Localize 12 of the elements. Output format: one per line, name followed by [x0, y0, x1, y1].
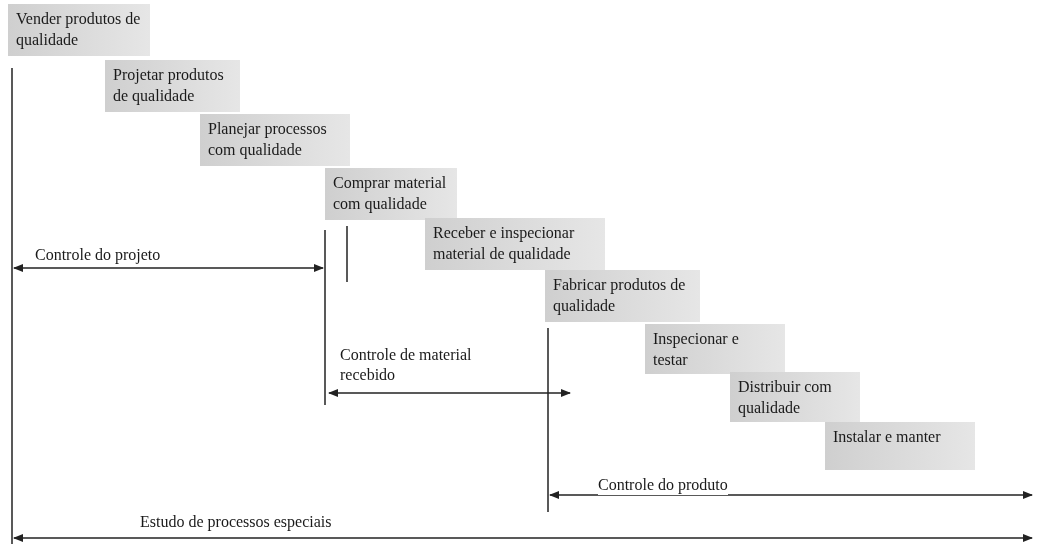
span-label: Estudo de processos especiais — [140, 512, 332, 532]
process-box: Distribuir com qualidade — [730, 372, 860, 422]
process-box: Instalar e manter — [825, 422, 975, 470]
process-box: Projetar produtos de qualidade — [105, 60, 240, 112]
process-box: Receber e inspecionar material de qualidade — [425, 218, 605, 270]
process-box: Vender produtos de qualidade — [8, 4, 150, 56]
span-label: Controle do projeto — [35, 245, 161, 265]
process-box: Inspecionar e testar — [645, 324, 785, 374]
process-box: Planejar processos com qualidade — [200, 114, 350, 166]
span-label: Controle do produto — [598, 475, 728, 495]
process-box: Fabricar produtos de qualidade — [545, 270, 700, 322]
process-box: Comprar material com qualidade — [325, 168, 457, 220]
